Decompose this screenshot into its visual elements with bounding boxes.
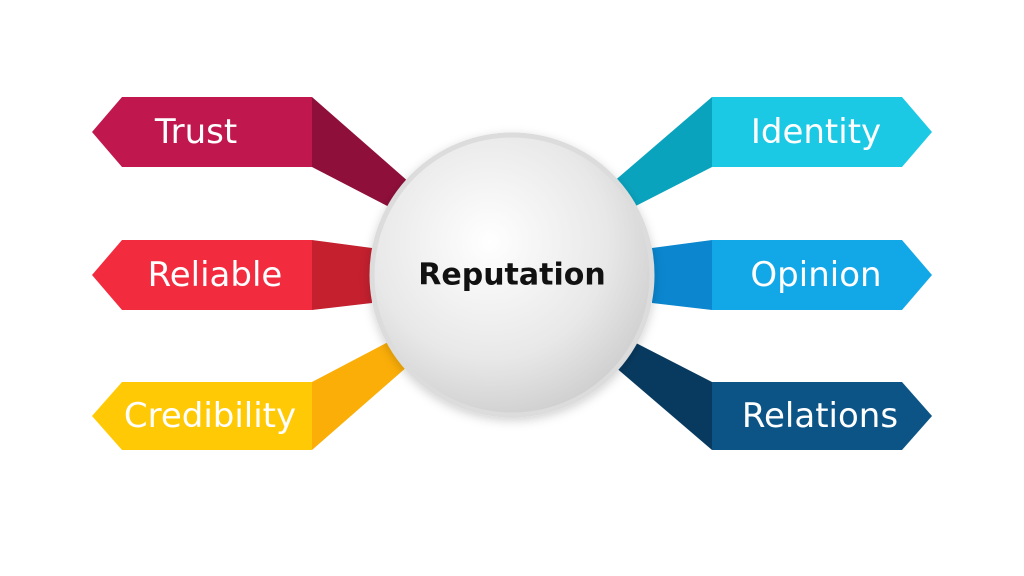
right-item-opinion-label: Opinion <box>750 255 881 295</box>
right-item-identity-banner <box>712 97 932 167</box>
center-circle <box>369 132 655 418</box>
left-item-reliable-connector <box>312 240 372 310</box>
left-item-credibility-label: Credibility <box>124 396 296 436</box>
right-item-relations-connector <box>614 340 712 450</box>
left-item-trust: Trust <box>92 97 410 210</box>
right-item-opinion: Opinion <box>652 240 932 310</box>
right-item-identity-connector <box>612 97 712 210</box>
right-item-relations-banner <box>712 382 932 450</box>
left-item-credibility-banner <box>92 382 312 450</box>
left-item-credibility: Credibility <box>92 340 408 450</box>
left-item-reliable: Reliable <box>92 240 372 310</box>
right-item-opinion-banner <box>712 240 932 310</box>
center-label: Reputation <box>418 258 605 293</box>
left-item-trust-connector <box>312 97 410 210</box>
right-item-opinion-connector <box>652 240 712 310</box>
left-item-trust-label: Trust <box>154 112 237 152</box>
right-item-relations-label: Relations <box>742 396 898 436</box>
left-item-reliable-label: Reliable <box>148 255 283 295</box>
left-item-credibility-connector <box>312 340 408 450</box>
right-item-identity: Identity <box>612 97 932 210</box>
right-item-relations: Relations <box>614 340 932 450</box>
left-item-reliable-banner <box>92 240 312 310</box>
right-item-identity-label: Identity <box>751 112 881 152</box>
left-item-trust-banner <box>92 97 312 167</box>
center-node: Reputation <box>369 132 655 418</box>
